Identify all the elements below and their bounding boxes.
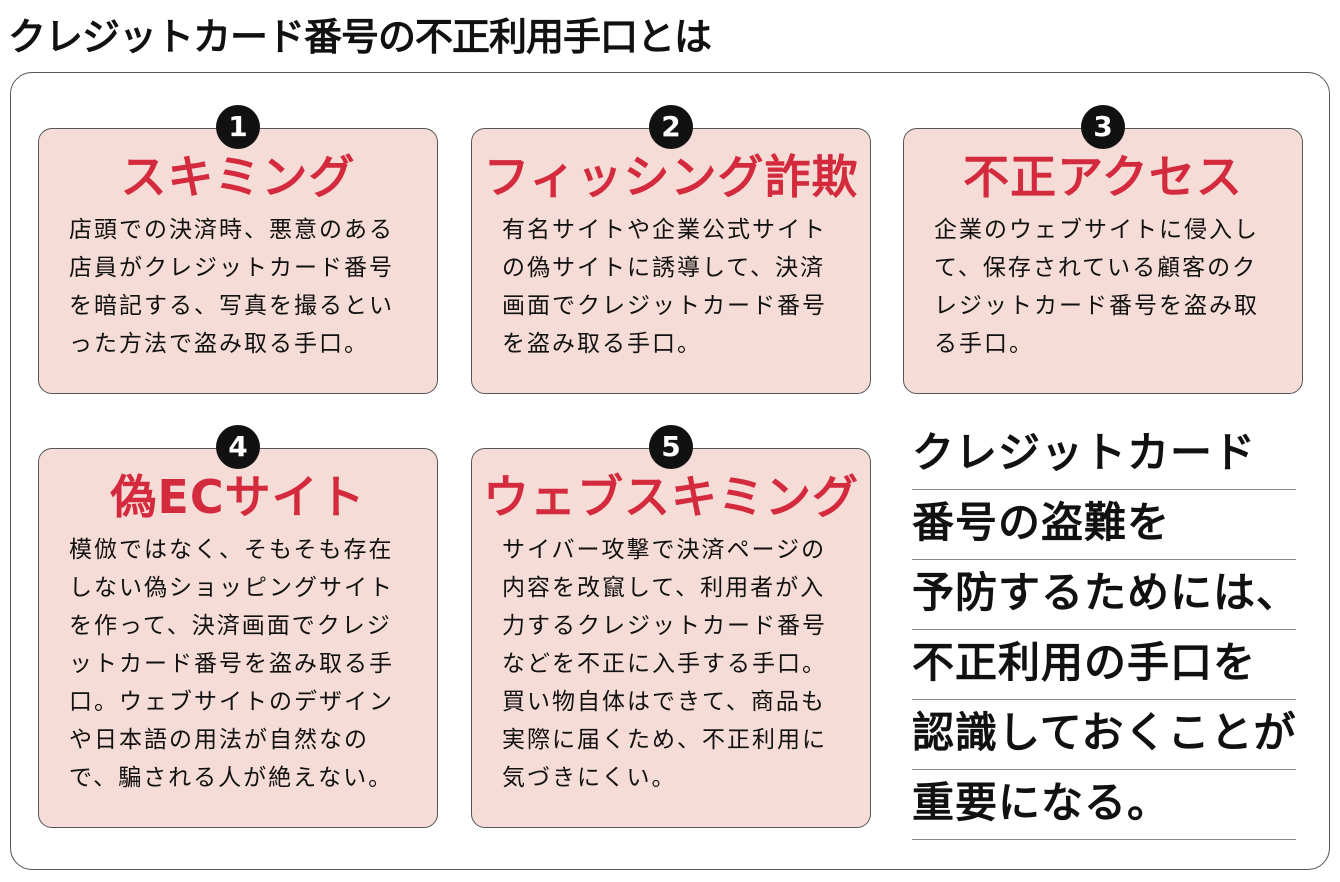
card-body: サイバー攻撃で決済ページの内容を改竄して、利用者が入力するクレジットカード番号な… bbox=[502, 537, 827, 791]
number-badge: 3 bbox=[1081, 105, 1125, 149]
message-line: 重要になる。 bbox=[912, 770, 1296, 840]
card-skimming: 1 スキミング 店頭での決済時、悪意のある店員がクレジットカード番号を暗記する、… bbox=[38, 105, 438, 394]
card-body: 店頭での決済時、悪意のある店員がクレジットカード番号を暗記する、写真を撮るといっ… bbox=[69, 217, 394, 357]
message-line: 不正利用の手口を bbox=[912, 630, 1296, 700]
card-phishing: 2 フィッシング詐欺 有名サイトや企業公式サイトの偽サイトに誘導して、決済画面で… bbox=[471, 105, 871, 394]
card-title: スキミング bbox=[120, 150, 356, 204]
message-line: 認識しておくことが bbox=[912, 700, 1296, 770]
card-title: フィッシング詐欺 bbox=[483, 150, 859, 204]
content-frame bbox=[10, 72, 1330, 870]
card-unauthorized-access: 3 不正アクセス 企業のウェブサイトに侵入して、保存されている顧客のクレジットカ… bbox=[903, 105, 1303, 394]
page-title: クレジットカード番号の不正利用手口とは bbox=[8, 15, 712, 59]
key-message: クレジットカード 番号の盗難を 予防するためには、 不正利用の手口を 認識してお… bbox=[912, 420, 1298, 840]
card-body: 企業のウェブサイトに侵入して、保存されている顧客のクレジットカード番号を盗み取る… bbox=[934, 217, 1259, 357]
card-title: 偽ECサイト bbox=[110, 470, 366, 524]
card-title: ウェブスキミング bbox=[483, 470, 859, 524]
number-badge: 2 bbox=[649, 105, 693, 149]
message-line: クレジットカード bbox=[912, 420, 1296, 490]
card-body: 有名サイトや企業公式サイトの偽サイトに誘導して、決済画面でクレジットカード番号を… bbox=[502, 217, 827, 357]
card-fake-ec-site: 4 偽ECサイト 模倣ではなく、そもそも存在しない偽ショッピングサイトを作って、… bbox=[38, 425, 438, 828]
card-body: 模倣ではなく、そもそも存在しない偽ショッピングサイトを作って、決済画面でクレジッ… bbox=[69, 537, 394, 791]
card-web-skimming: 5 ウェブスキミング サイバー攻撃で決済ページの内容を改竄して、利用者が入力する… bbox=[471, 425, 871, 828]
number-badge: 4 bbox=[216, 425, 260, 469]
number-badge: 5 bbox=[649, 425, 693, 469]
card-title: 不正アクセス bbox=[963, 150, 1243, 204]
message-line: 予防するためには、 bbox=[912, 560, 1298, 630]
message-line: 番号の盗難を bbox=[912, 490, 1296, 560]
number-badge: 1 bbox=[216, 105, 260, 149]
